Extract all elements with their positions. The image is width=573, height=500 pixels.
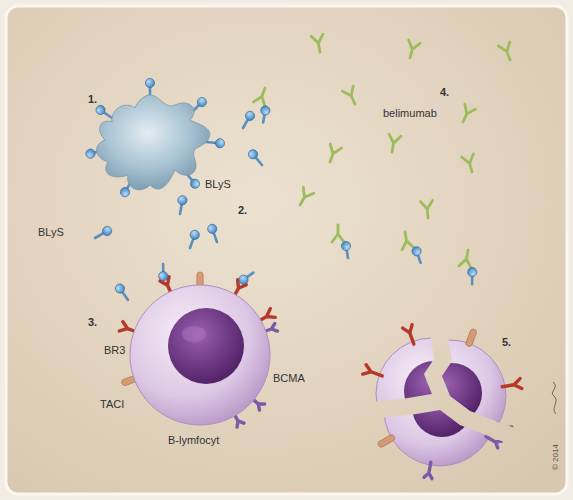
drug-label: belimumab: [383, 107, 437, 120]
callout-number: 3.: [88, 316, 97, 329]
receptor-label: BCMA: [273, 372, 305, 385]
receptor-label: BR3: [104, 344, 125, 357]
cell-label: B-lymfocyt: [168, 434, 219, 447]
callout-number: 4.: [440, 86, 449, 99]
callout-number: 5.: [502, 336, 511, 349]
callout-number: 1.: [88, 93, 97, 106]
callout-number: 2.: [238, 204, 247, 217]
molecule-label: BLyS: [205, 178, 231, 191]
receptor-label: TACI: [100, 398, 124, 411]
copyright-note: © 2014: [551, 444, 560, 470]
molecule-label: BLyS: [38, 226, 64, 239]
